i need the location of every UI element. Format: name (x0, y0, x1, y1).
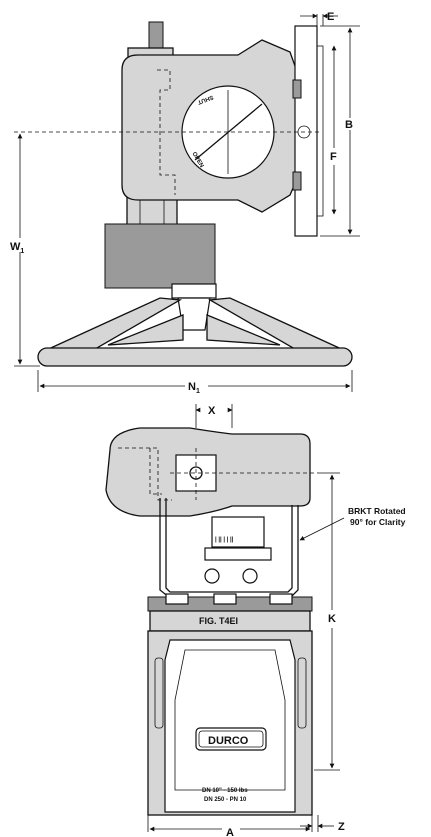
dim-Z-label: Z (338, 821, 345, 833)
dim-W1-sub: 1 (20, 248, 24, 255)
dim-F-label: F (330, 151, 337, 163)
bracket-note-line2: 90° for Clarity (350, 517, 406, 527)
dim-E-label: E (327, 11, 334, 23)
valve-rating-line2: DN 250 - PN 10 (204, 797, 247, 803)
dim-W1-main: W (10, 241, 21, 253)
valve-rating-line1: DN 10" - 150 lbs (202, 788, 248, 794)
dim-N1-sub: 1 (196, 388, 200, 395)
dim-K-label: K (328, 613, 336, 625)
dim-W1-label: W1 (10, 241, 24, 255)
durco-brand: DURCO (208, 735, 249, 747)
dim-X-label: X (208, 405, 216, 417)
dim-B-label: B (345, 119, 353, 131)
handwheel-rim (37, 347, 353, 367)
top-view: SHUT OPEN (14, 21, 353, 367)
dim-N1-label: N1 (188, 381, 200, 395)
valve-fig-label: FIG. T4EI (199, 616, 238, 626)
stem-marks: | || | | || (215, 537, 234, 543)
actuator-block (104, 223, 216, 289)
bottom-view: | || | | || FIG. T4EI DURCO DN 10" - 150… (105, 427, 318, 816)
bracket-note-line1: BRKT Rotated (348, 506, 406, 516)
dim-A-label: A (226, 827, 234, 837)
dim-N1-main: N (188, 381, 196, 393)
indicator-shut-label: SHUT (196, 94, 214, 105)
durco-badge (195, 727, 267, 751)
